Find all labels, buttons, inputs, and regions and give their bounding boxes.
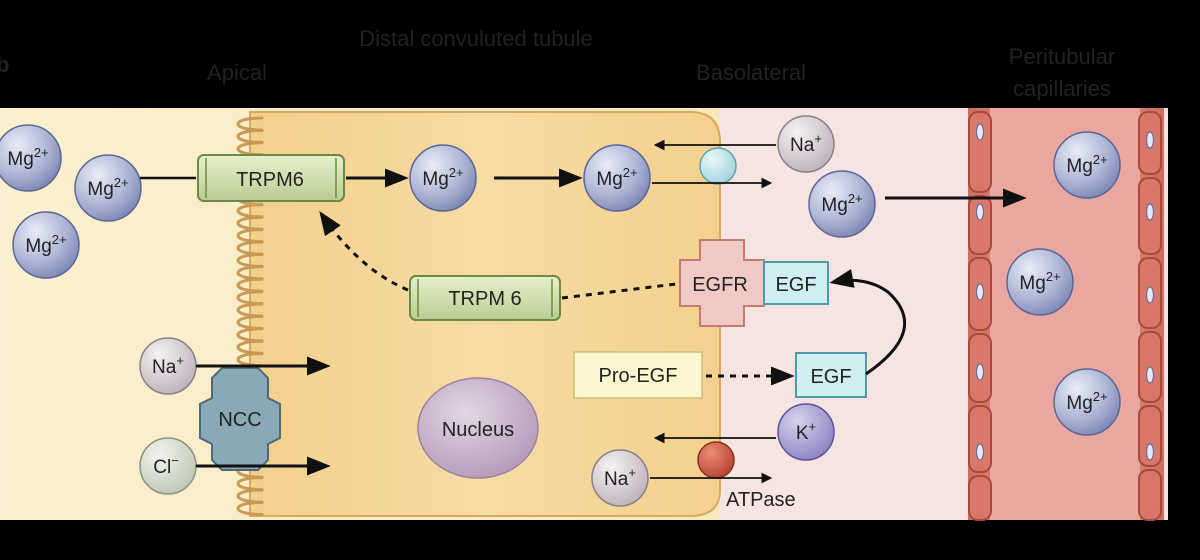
apical-label: Apical: [207, 60, 267, 85]
svg-text:Mg2+: Mg2+: [422, 165, 463, 190]
nucleus: [417, 377, 539, 479]
egf-bound-label: EGF: [775, 274, 816, 296]
egf-bound-box: [763, 261, 829, 305]
trpm6-apical-label: TRPM6: [236, 169, 304, 191]
na-ion-apical-label: Na+: [152, 353, 184, 378]
basolateral-label: Basolateral: [696, 60, 806, 85]
svg-text:Mg2+: Mg2+: [1066, 389, 1107, 414]
dct-title: Distal convuluted tubule: [359, 26, 593, 51]
k-ion: [777, 403, 835, 461]
svg-text:Mg2+: Mg2+: [25, 232, 66, 257]
na-ion-basolateral-top-label: Na+: [790, 131, 822, 156]
pro-egf-label: Pro-EGF: [599, 365, 678, 387]
endothelial-nuclei: [975, 123, 1155, 461]
svg-text:Mg2+: Mg2+: [1019, 269, 1060, 294]
na-ion-basolateral-bottom: [591, 449, 649, 507]
mg-ions-capillary: Mg2+ Mg2+ Mg2+: [1006, 131, 1121, 436]
egfr-label: EGFR: [692, 274, 748, 296]
svg-text:Mg2+: Mg2+: [7, 145, 48, 170]
nucleus-label: Nucleus: [442, 419, 514, 441]
cl-ion-apical-label: Cl−: [153, 453, 179, 478]
panel-letter: b: [0, 52, 9, 77]
na-ion-basolateral-bottom-label: Na+: [604, 465, 636, 490]
atpase-label: ATPase: [726, 489, 796, 511]
flux-arrows: [140, 139, 1027, 484]
svg-text:Mg2+: Mg2+: [1066, 152, 1107, 177]
egfr-receptor: [679, 239, 765, 327]
pro-egf-box: [573, 351, 703, 399]
svg-text:Mg2+: Mg2+: [87, 175, 128, 200]
na-mg-exchanger: [699, 147, 737, 185]
trpm6-apical-channel: [197, 154, 345, 202]
trpm6-cytosolic: [409, 275, 561, 321]
egf-membrane-label: EGF: [810, 366, 851, 388]
svg-text:Mg2+: Mg2+: [821, 191, 862, 216]
k-ion-label: K+: [796, 419, 816, 444]
mg-ions-lumen: Mg2+ Mg2+ Mg2+: [0, 124, 142, 279]
capillaries-label-line1: Peritubular: [1009, 44, 1115, 69]
ncc-label: NCC: [218, 409, 261, 431]
svg-text:Mg2+: Mg2+: [596, 165, 637, 190]
trpm6-cytosolic-label: TRPM 6: [448, 288, 521, 310]
na-k-atpase-pump: [697, 441, 735, 479]
ncc-transporter: [199, 367, 281, 471]
interstitial-space: [720, 108, 970, 520]
mg-ions-cell: Mg2+ Mg2+ Mg2+: [409, 144, 876, 238]
na-ion-basolateral-top: [777, 115, 835, 173]
capillaries-label-line2: capillaries: [1013, 76, 1111, 101]
egf-membrane-box: [795, 352, 867, 398]
